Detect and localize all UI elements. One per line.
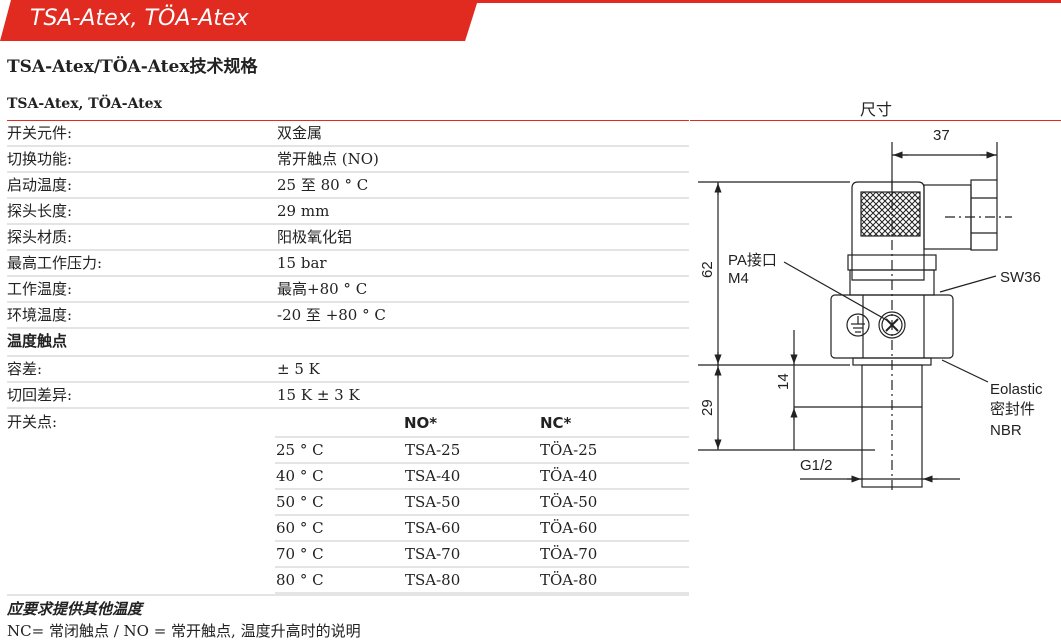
spec-row: 最高工作压力: 15 bar [7, 251, 689, 277]
column-header-no: NO* [404, 414, 438, 432]
spec-label: 探头长度: [7, 202, 73, 220]
pa-label-line2: M4 [728, 270, 749, 287]
switch-point-row: 80 ° C TSA-80 TÖA-80 [275, 568, 689, 594]
column-header-nc: NC* [540, 414, 572, 432]
spec-row: 探头长度: 29 mm [7, 199, 689, 225]
spec-label: 启动温度: [7, 176, 73, 194]
spec-row: 工作温度: 最高+80 ° C [7, 277, 689, 303]
banner-title: TSA-Atex, TÖA-Atex [30, 6, 249, 31]
dim-height-29: 29 [699, 399, 716, 416]
spec-value: 15 bar [277, 254, 327, 272]
temp-cell: 60 ° C [276, 519, 324, 537]
switch-point-row: 25 ° C TSA-25 TÖA-25 [275, 438, 689, 464]
banner-notch [0, 0, 11, 41]
spec-value: 常开触点 (NO) [277, 150, 379, 168]
spec-row: 开关元件: 双金属 [7, 121, 689, 147]
spec-heading-rule [7, 120, 689, 121]
dim-width-37: 37 [933, 127, 950, 144]
spec-row: 探头材质: 阳极氧化铝 [7, 225, 689, 251]
spec-label: 环境温度: [7, 306, 73, 324]
dim-height-62: 62 [699, 261, 716, 278]
spec-table-heading: TSA-Atex, TÖA-Atex [7, 96, 162, 112]
seal-label-line1: Eolastic [990, 381, 1043, 398]
spec-row: 环境温度: -20 至 +80 ° C [7, 303, 689, 329]
dimensions-heading-rule [690, 120, 1061, 121]
no-cell: TSA-80 [405, 571, 461, 589]
nc-cell: TÖA-80 [540, 571, 598, 589]
no-cell: TSA-25 [405, 441, 461, 459]
dimensions-title: 尺寸 [860, 100, 893, 119]
spec-row: 切换功能: 常开触点 (NO) [7, 147, 689, 173]
switch-point-row: 60 ° C TSA-60 TÖA-60 [275, 516, 689, 542]
banner-top-rule [0, 0, 1061, 3]
temp-cell: 50 ° C [276, 493, 324, 511]
spec-label: 探头材质: [7, 228, 73, 246]
note-contact-legend: NC= 常闭触点 / NO = 常开触点, 温度升高时的说明 [7, 622, 361, 640]
temp-cell: 25 ° C [276, 441, 324, 459]
spec-row: 切回差异: 15 K ± 3 K [7, 383, 689, 409]
nc-cell: TÖA-40 [540, 467, 598, 485]
dim-height-14: 14 [775, 373, 792, 390]
spec-value: 15 K ± 3 K [277, 386, 360, 404]
spec-value: ± 5 K [277, 360, 320, 378]
temp-cell: 40 ° C [276, 467, 324, 485]
seal-label-line2: 密封件 [990, 401, 1035, 418]
spec-label: 工作温度: [7, 280, 73, 298]
section-heading-row: 温度触点 [7, 329, 689, 357]
sw-label: SW36 [1000, 269, 1041, 286]
document-title: TSA-Atex/TÖA-Atex技术规格 [7, 57, 258, 77]
switch-points-label: 开关点: [7, 413, 58, 431]
nc-cell: TÖA-50 [540, 493, 598, 511]
note-other-temperatures: 应要求提供其他温度 [7, 600, 143, 618]
pa-label-line1: PA接口 [728, 252, 777, 269]
switch-point-row: 70 ° C TSA-70 TÖA-70 [275, 542, 689, 568]
dimension-drawing: 37 PA接口 M4 SW36 62 29 14 Eolastic 密封件 NB… [698, 127, 1043, 490]
spec-label: 最高工作压力: [7, 254, 103, 272]
spec-label: 开关元件: [7, 124, 73, 142]
switch-point-row: 40 ° C TSA-40 TÖA-40 [275, 464, 689, 490]
spec-value: -20 至 +80 ° C [277, 306, 386, 324]
section-title: 温度触点 [7, 332, 68, 350]
switch-point-row: 50 ° C TSA-50 TÖA-50 [275, 490, 689, 516]
nc-cell: TÖA-60 [540, 519, 598, 537]
spec-value: 29 mm [277, 202, 330, 220]
seal-label-line3: NBR [990, 422, 1022, 439]
no-cell: TSA-60 [405, 519, 461, 537]
spec-label: 切回差异: [7, 386, 73, 404]
no-cell: TSA-70 [405, 545, 461, 563]
spec-value: 最高+80 ° C [277, 280, 368, 298]
spec-value: 25 至 80 ° C [277, 176, 369, 194]
no-cell: TSA-50 [405, 493, 461, 511]
spec-label: 切换功能: [7, 150, 73, 168]
spec-row: 启动温度: 25 至 80 ° C [7, 173, 689, 199]
nc-cell: TÖA-25 [540, 441, 598, 459]
switch-header-rule [275, 436, 689, 438]
spec-label: 容差: [7, 360, 43, 378]
title-banner [0, 0, 478, 41]
temp-cell: 80 ° C [276, 571, 324, 589]
spec-row: 容差: ± 5 K [7, 357, 689, 383]
nc-cell: TÖA-70 [540, 545, 598, 563]
table-bottom-rule [7, 594, 689, 596]
spec-value: 阳极氧化铝 [277, 228, 353, 246]
thread-label: G1/2 [800, 457, 833, 474]
temp-cell: 70 ° C [276, 545, 324, 563]
spec-value: 双金属 [277, 124, 323, 142]
no-cell: TSA-40 [405, 467, 461, 485]
